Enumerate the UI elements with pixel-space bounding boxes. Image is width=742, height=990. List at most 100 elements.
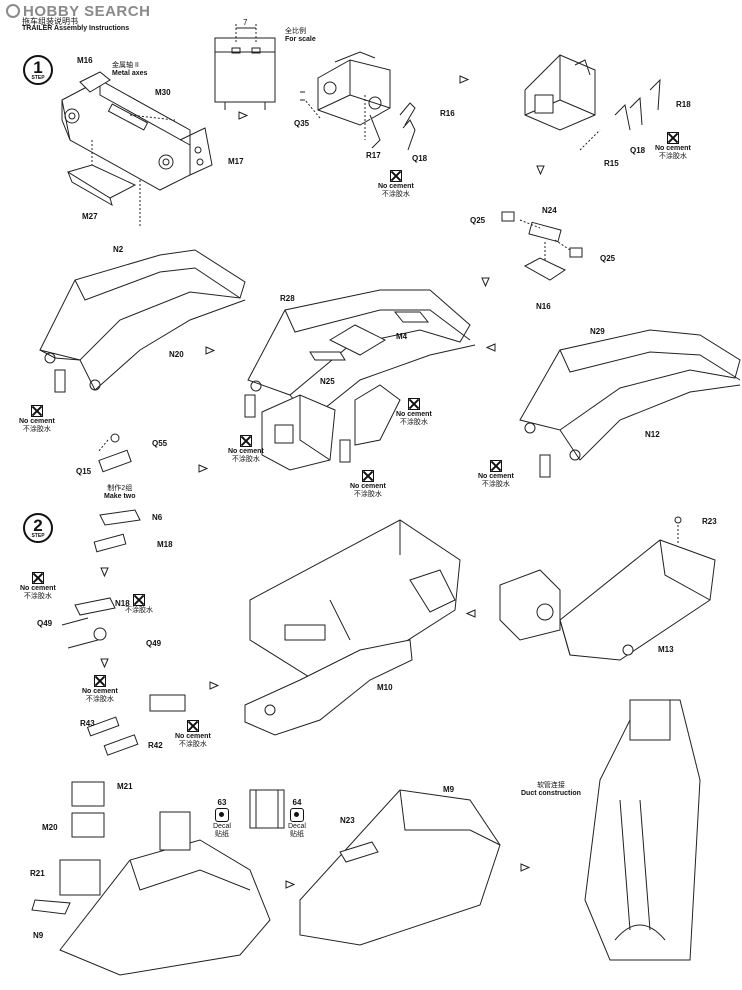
no-cement-cn: 不涂胶水 (23, 593, 52, 601)
no-cement-icon (361, 470, 374, 482)
note-cn: 软管连接 (536, 782, 565, 789)
chassis-bottom-middle-drawing (299, 789, 501, 946)
step-number: 1 (33, 58, 43, 77)
part-label: M18 (157, 540, 173, 549)
no-cement-en: No cement (350, 483, 386, 490)
step-number: 2 (33, 516, 43, 535)
part-label: R42 (148, 741, 163, 750)
no-cement-en: No cement (82, 688, 118, 695)
no-cement-en: No cement (478, 473, 514, 480)
flow-arrow-icon (459, 75, 470, 84)
no-cement-icon (389, 170, 402, 182)
part-label: N20 (169, 350, 184, 359)
no-cement-cn: 不涂胶水 (125, 607, 153, 614)
no-cement-en: No cement (20, 585, 56, 592)
part-label: R16 (440, 109, 455, 118)
flow-arrow-icon (466, 609, 476, 618)
flow-arrow-icon (205, 346, 216, 355)
decal-icon (214, 808, 229, 823)
no-cement-icon (133, 594, 145, 606)
part-label: N16 (536, 302, 551, 311)
decal-label-en: Decal (213, 823, 231, 831)
part-label: M20 (42, 823, 58, 832)
part-label: R28 (280, 294, 295, 303)
no-cement-cn: 不涂胶水 (399, 419, 428, 427)
watermark-logo: HOBBY SEARCH (6, 3, 150, 20)
no-cement-cn: 不涂胶水 (353, 491, 382, 499)
part-label: N24 (542, 206, 557, 215)
duct-chassis-drawing (584, 699, 701, 961)
logo-icon (6, 4, 20, 18)
flow-lines (139, 99, 601, 228)
part-label: R23 (702, 517, 717, 526)
scale-frame-drawing (214, 24, 276, 110)
decal-63: 63 Decal 贴纸 (213, 798, 231, 839)
flow-arrow-icon (481, 277, 490, 288)
chassis-m10-drawing (244, 519, 461, 736)
part-label: N9 (33, 931, 44, 940)
decal-label-cn: 贴纸 (289, 831, 304, 839)
part-label: M30 (155, 88, 171, 97)
part-label: R18 (676, 100, 691, 109)
pivot-parts-drawing (97, 433, 132, 473)
part-label: Q18 (630, 146, 646, 155)
part-label: N6 (152, 513, 163, 522)
flow-arrow-icon (536, 165, 545, 176)
chassis-bottom-left-drawing (31, 781, 271, 976)
no-cement-en: No cement (19, 418, 55, 425)
decal-label-en: Decal (288, 823, 306, 831)
page-header: HOBBY SEARCH 拖车组装说明书 TRAILER Assembly In… (0, 0, 742, 32)
note-cn: 制作2组 (107, 485, 133, 492)
part-label: Q35 (294, 119, 310, 128)
no-cement-cn: 不涂胶水 (178, 741, 207, 749)
no-cement-en: No cement (378, 183, 414, 190)
step-word: STEP (31, 533, 45, 539)
make-two-note: 制作2组 Make two (104, 485, 136, 501)
decal-number: 63 (217, 798, 227, 807)
note-en: Make two (104, 493, 136, 501)
no-cement-icon (666, 132, 679, 144)
part-label: M13 (658, 645, 674, 654)
frame-left-drawing (39, 249, 246, 393)
scale-note: 全比例 For scale (285, 28, 316, 44)
part-label: Q25 (600, 254, 616, 263)
flow-arrow-icon (100, 567, 109, 578)
no-cement-icon (186, 720, 199, 732)
metal-axes-note: 金属轴 II Metal axes (112, 62, 147, 78)
flow-arrow-icon (520, 863, 531, 872)
part-label: N29 (590, 327, 605, 336)
note-en: For scale (285, 36, 316, 44)
part-label: M10 (377, 683, 393, 692)
decal-icon (289, 808, 304, 823)
note-cn: 金属轴 II (112, 62, 139, 69)
part-label: Q49 (146, 639, 162, 648)
no-cement-cn: 不涂胶水 (231, 456, 260, 464)
note-cn: 全比例 (285, 28, 306, 35)
note-en: Metal axes (112, 70, 148, 78)
no-cement-icon (489, 460, 502, 472)
subtitle-en: TRAILER Assembly Instructions (22, 25, 130, 32)
decal-number: 64 (292, 798, 302, 807)
part-label: M4 (396, 332, 408, 341)
decal-64: 64 Decal 贴纸 (288, 798, 306, 839)
part-label: M17 (228, 157, 244, 166)
flow-arrow-icon (209, 681, 220, 690)
logo-text: HOBBY SEARCH (23, 3, 151, 20)
flow-arrow-icon (100, 658, 109, 669)
part-label: Q55 (152, 439, 168, 448)
flow-arrow-icon (486, 343, 496, 352)
no-cement-cn: 不涂胶水 (381, 191, 410, 199)
no-cement-icon (407, 398, 420, 410)
step-2-badge: 2 STEP (23, 513, 53, 543)
part-label: Q25 (470, 216, 486, 225)
flow-arrow-icon (238, 111, 249, 120)
part-label: R17 (366, 151, 381, 160)
axle-bracket-drawing (61, 71, 213, 207)
part-label: M21 (117, 782, 133, 791)
